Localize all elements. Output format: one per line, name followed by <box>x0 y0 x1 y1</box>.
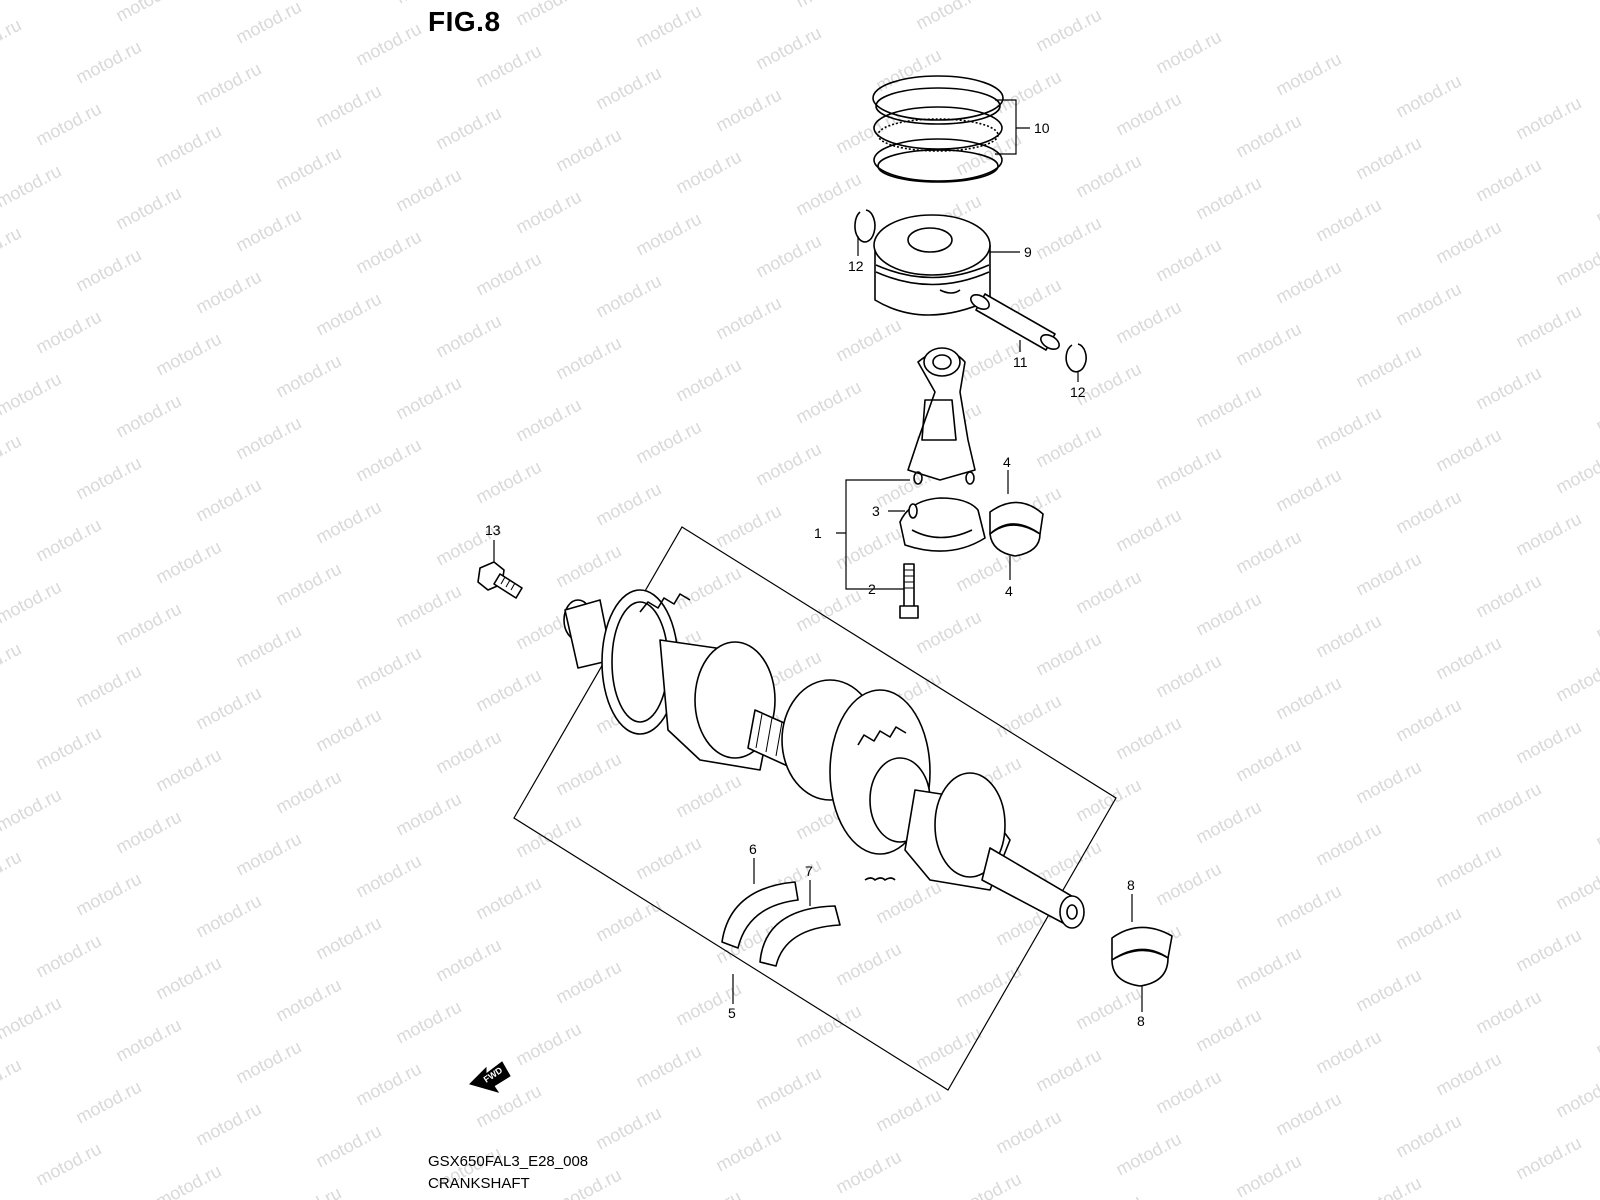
piston-rings <box>872 75 1004 183</box>
callout-13: 13 <box>485 522 501 538</box>
forward-arrow: FWD <box>469 1061 511 1093</box>
crankshaft <box>563 589 1085 929</box>
piston <box>873 214 991 316</box>
figure-name: CRANKSHAFT <box>428 1175 530 1192</box>
figure-code: GSX650FAL3_E28_008 <box>428 1153 589 1170</box>
knock-pin <box>908 503 918 519</box>
callout-7: 7 <box>805 863 813 879</box>
callout-1: 1 <box>814 525 822 541</box>
callout-4-bottom: 4 <box>1005 583 1013 599</box>
piston-pin <box>970 293 1060 351</box>
crankcase-bolt <box>477 561 523 599</box>
callout-3: 3 <box>872 503 880 519</box>
conrod-bearing <box>989 501 1044 557</box>
connecting-rod <box>899 347 986 552</box>
leader-10 <box>995 99 1030 155</box>
callout-12-right: 12 <box>1070 384 1086 400</box>
crankshaft-assembly-box <box>513 526 1117 1091</box>
callout-2: 2 <box>868 581 876 597</box>
thrust-bearing-7 <box>759 905 841 967</box>
callout-12-left: 12 <box>848 258 864 274</box>
callout-8-bottom: 8 <box>1137 1013 1145 1029</box>
piston-pin-circlip-right <box>1065 343 1087 373</box>
callout-10: 10 <box>1034 120 1050 136</box>
callout-5: 5 <box>728 1005 736 1021</box>
leader-1 <box>836 479 910 590</box>
callout-8-top: 8 <box>1127 877 1135 893</box>
callout-9: 9 <box>1024 244 1032 260</box>
figure-title: FIG.8 <box>428 6 501 37</box>
main-bearing <box>1111 926 1173 987</box>
callout-6: 6 <box>749 841 757 857</box>
conrod-bolt <box>899 563 919 619</box>
thrust-bearing-6 <box>721 881 799 949</box>
piston-pin-circlip-left <box>854 209 876 243</box>
callout-4-top: 4 <box>1003 454 1011 470</box>
callout-11: 11 <box>1013 354 1028 370</box>
